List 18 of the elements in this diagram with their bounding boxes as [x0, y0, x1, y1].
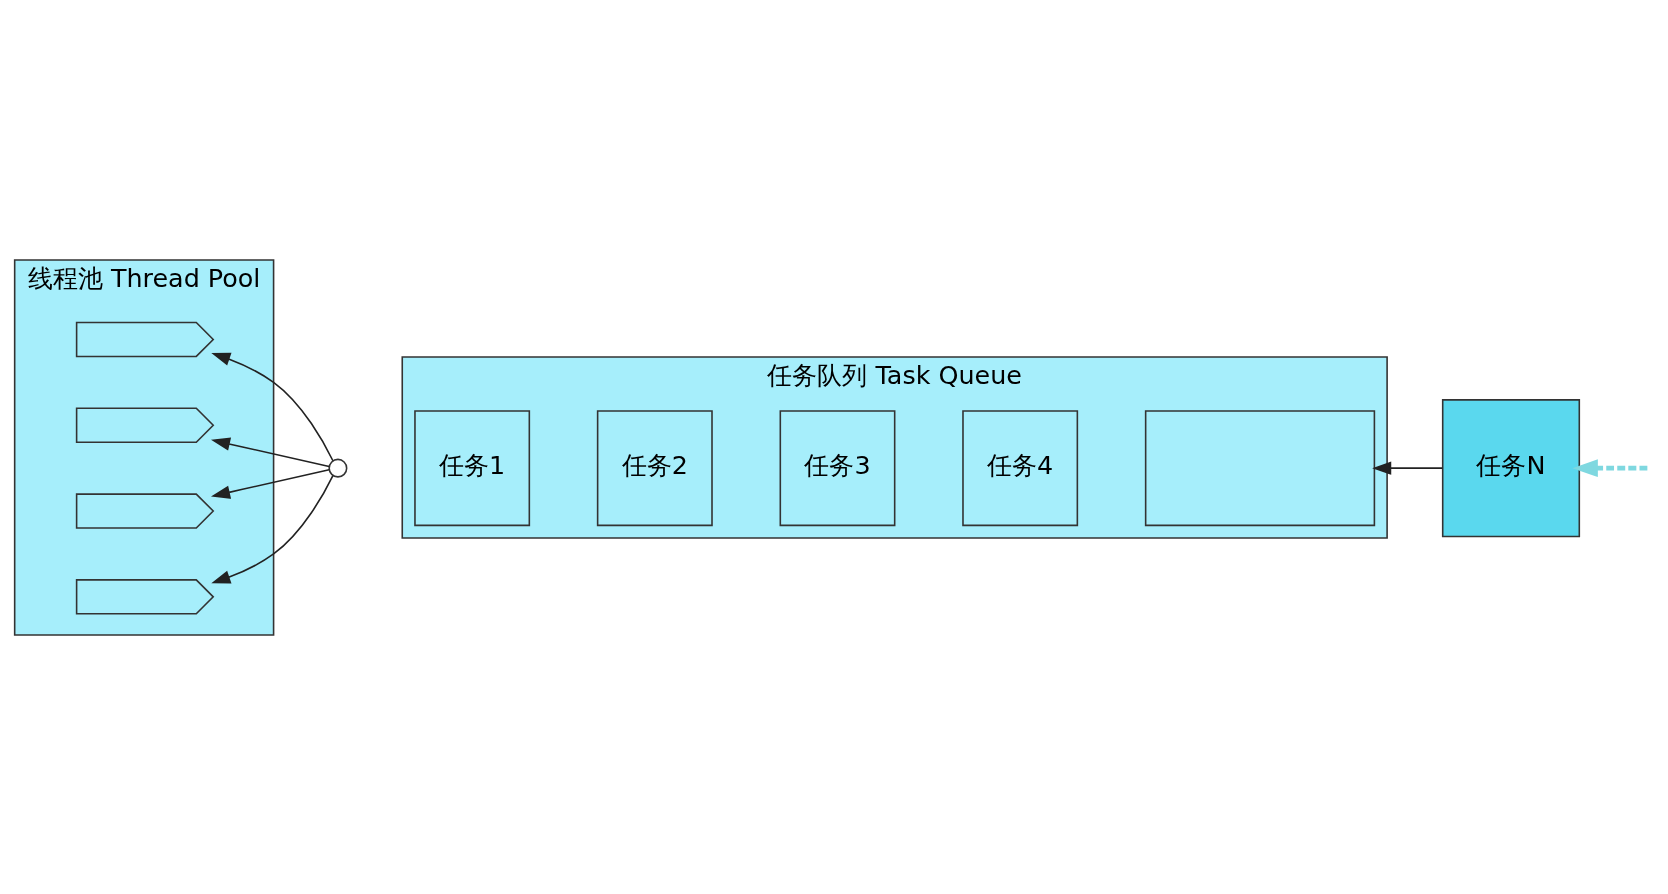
- arrow: [211, 352, 334, 462]
- node-box: 任务3: [779, 409, 896, 526]
- node-box: [1144, 409, 1376, 526]
- node-wave: [75, 321, 215, 357]
- node-box: 任务4: [962, 409, 1079, 526]
- node-circle: [328, 458, 348, 478]
- arrow: [211, 437, 330, 467]
- node-wave: [75, 578, 215, 615]
- node-wave: [75, 407, 215, 443]
- node-box: 任务1: [414, 409, 531, 526]
- arrow: [211, 468, 330, 499]
- node-wave: [75, 492, 215, 529]
- arrow: [1372, 460, 1444, 475]
- node-box: 任务N: [1441, 398, 1581, 537]
- cluster: 线程池 Thread Pool: [13, 258, 275, 636]
- node-box: 任务2: [596, 409, 713, 526]
- arrow: [1572, 458, 1648, 477]
- arrow: [211, 474, 334, 583]
